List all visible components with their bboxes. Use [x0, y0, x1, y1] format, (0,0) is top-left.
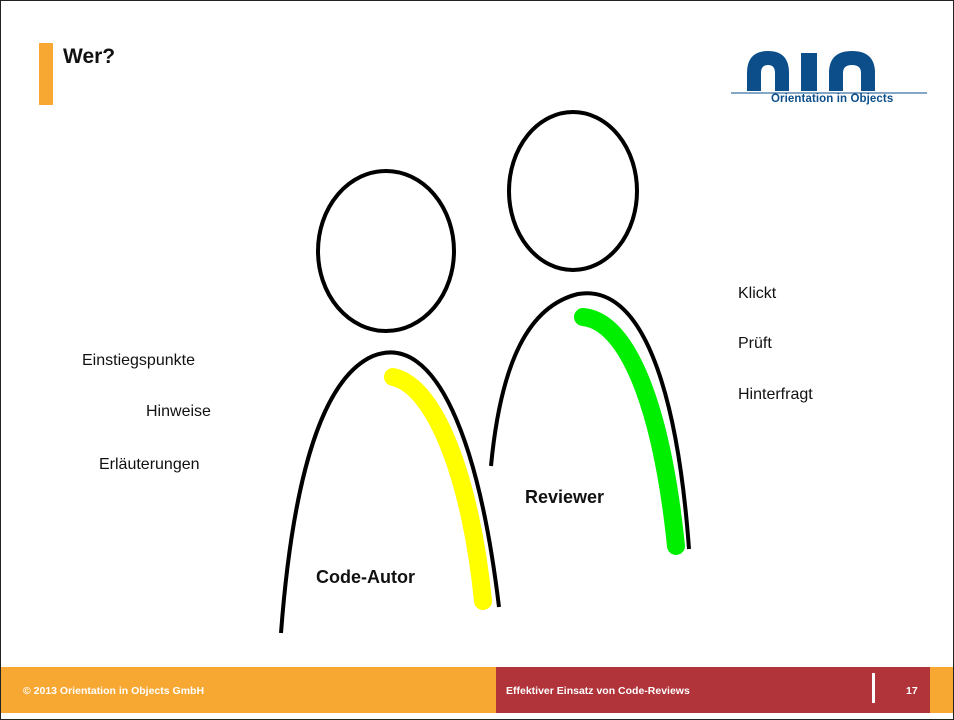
- title-accent-bar: [39, 43, 53, 105]
- author-body-outline: [279, 350, 501, 634]
- author-item-entry-points: Einstiegspunkte: [82, 352, 195, 369]
- footer-page-number: 17: [906, 685, 918, 697]
- author-role-label: Code-Autor: [316, 567, 415, 587]
- oio-logo-icon: [731, 51, 927, 94]
- reviewer-body-outline: [489, 291, 691, 550]
- footer-presentation-panel: Effektiver Einsatz von Code-Reviews 17: [496, 667, 930, 713]
- footer: © 2013 Orientation in Objects GmbH Effek…: [1, 667, 953, 713]
- reviewer-item-clicks: Klickt: [738, 285, 777, 302]
- logo-text: Orientation in Objects: [771, 93, 894, 105]
- reviewer-item-questions: Hinterfragt: [738, 386, 813, 403]
- reviewer-head: [507, 110, 639, 272]
- author-highlight: [384, 368, 492, 610]
- footer-presentation-title: Effektiver Einsatz von Code-Reviews: [506, 685, 690, 697]
- footer-copyright: © 2013 Orientation in Objects GmbH: [23, 685, 205, 697]
- reviewer-item-checks: Prüft: [738, 335, 772, 352]
- reviewer-role-label: Reviewer: [525, 487, 605, 507]
- slide-title: Wer?: [63, 45, 116, 68]
- author-head: [316, 169, 456, 333]
- reviewer-highlight: [574, 308, 685, 555]
- oio-logo: Orientation in Objects: [731, 41, 931, 111]
- author-item-hints: Hinweise: [146, 403, 211, 420]
- author-item-explanations: Erläuterungen: [99, 456, 200, 473]
- footer-divider: [872, 673, 875, 703]
